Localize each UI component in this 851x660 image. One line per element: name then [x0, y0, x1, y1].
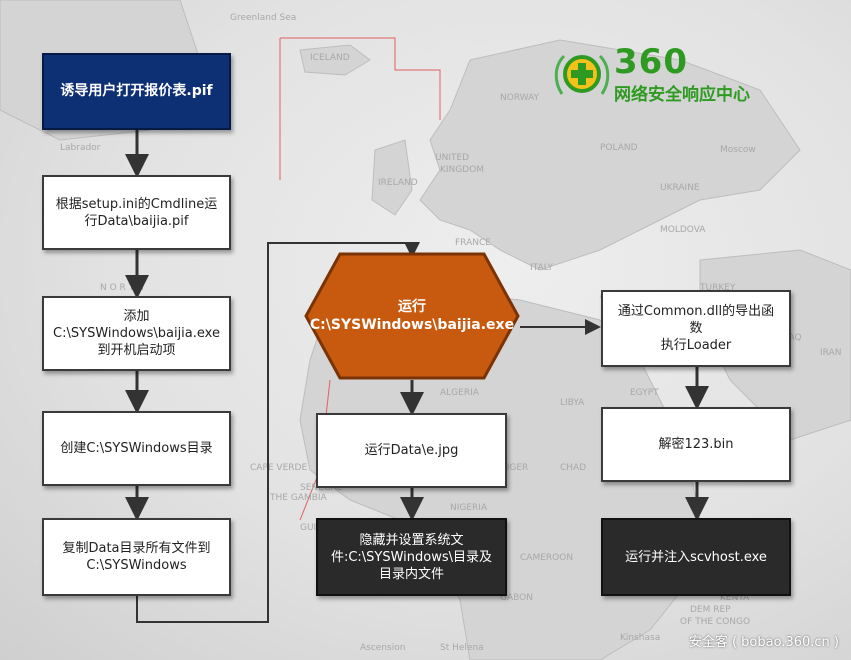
map-label: UKRAINE — [660, 183, 700, 193]
map-label: SENEGAL — [300, 483, 342, 493]
map-label: Kinshasa — [620, 633, 660, 643]
logo-title: 网络安全响应中心 — [614, 85, 750, 105]
map-label: CAPE VERDE — [250, 463, 307, 473]
map-label: N O R T H — [100, 283, 144, 293]
node-loader: 通过Common.dll的导出函数 执行Loader — [601, 290, 791, 367]
map-label: TURKEY — [699, 283, 736, 293]
edge-copy-to-runbaijia — [136, 242, 420, 623]
logo-number: 360 — [614, 42, 688, 82]
map-label: DEM REP — [690, 605, 731, 615]
map-label: Moscow — [720, 145, 756, 155]
node-run-jpg: 运行Data\e.jpg — [316, 413, 507, 488]
map-label: ALGERIA — [440, 388, 480, 398]
map-label: UNITED — [435, 153, 469, 163]
map-label: St Helena — [440, 643, 484, 653]
map-landmass-iceland — [299, 44, 371, 76]
node-inject-svchost: 运行并注入scvhost.exe — [601, 518, 791, 596]
map-landmass-uk — [371, 139, 413, 216]
map-region-border — [280, 37, 441, 120]
map-label: IRAN — [820, 348, 841, 358]
map-label: LIBYA — [560, 398, 585, 408]
node-run-baijia-label: 运行 C:\SYSWindows\baijia.exe — [309, 299, 515, 333]
node-hide-files: 隐藏并设置系统文 件:C:\SYSWindows\目录及 目录内文件 — [316, 518, 507, 596]
360-emblem-icon — [554, 54, 610, 95]
map-label: OF THE CONGO — [680, 617, 750, 627]
map-label: Greenland Sea — [230, 13, 296, 23]
node-create-dir: 创建C:\SYSWindows目录 — [42, 411, 231, 486]
node-add-startup: 添加 C:\SYSWindows\baijia.exe 到开机启动项 — [42, 296, 231, 371]
map-label: NIGER — [500, 463, 528, 473]
map-label: NIGERIA — [450, 503, 488, 513]
hexagon-shape — [304, 252, 520, 380]
map-label: POLAND — [600, 143, 638, 153]
map-landmass-europe — [419, 39, 801, 271]
map-label: Ascension — [360, 643, 405, 653]
node-lure-user-open-pif: 诱导用户打开报价表.pif — [42, 53, 231, 130]
footer-watermark: 安全客 ( bobao.360.cn ) — [688, 635, 839, 650]
map-label: THE GAMBIA — [269, 493, 328, 503]
map-label: MOLDOVA — [660, 225, 706, 235]
map-label: EGYPT — [630, 388, 659, 398]
map-label: KINGDOM — [440, 165, 484, 175]
map-label: ITALY — [530, 263, 553, 273]
map-label: GABON — [500, 593, 533, 603]
node-run-cmdline: 根据setup.ini的Cmdline运 行Data\baijia.pif — [42, 175, 231, 250]
map-label: Labrador — [60, 143, 101, 153]
node-decrypt-bin: 解密123.bin — [601, 407, 791, 482]
map-label: KENYA — [720, 593, 750, 603]
node-copy-files: 复制Data目录所有文件到 C:\SYSWindows — [42, 518, 231, 596]
360-logo: 360 网络安全响应中心 — [552, 42, 797, 106]
map-label: ICELAND — [310, 53, 350, 63]
map-label: CAMEROON — [520, 553, 573, 563]
map-label: NORWAY — [500, 93, 540, 103]
map-label: FRANCE — [455, 238, 491, 248]
map-label: CHAD — [560, 463, 586, 473]
node-run-baijia-hexagon: 运行 C:\SYSWindows\baijia.exe — [304, 252, 520, 380]
map-label: IRELAND — [378, 178, 418, 188]
